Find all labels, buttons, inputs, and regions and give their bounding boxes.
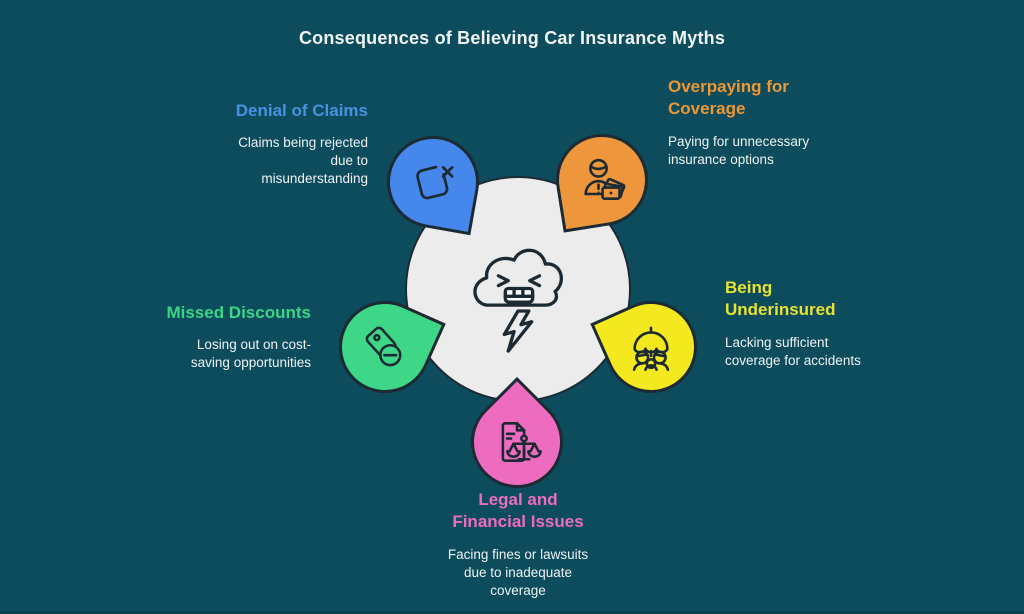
node-text-overpaying-for-coverage: Overpaying for Coverage Paying for unnec… — [668, 76, 858, 169]
pin-legal-and-financial-issues — [451, 376, 583, 508]
pin-overpaying-for-coverage — [549, 127, 655, 233]
node-text-missed-discounts: Missed Discounts Losing out on cost- sav… — [91, 302, 311, 372]
node-heading: Missed Discounts — [166, 303, 311, 322]
node-description: Lacking sufficient coverage for accident… — [725, 334, 861, 368]
node-heading: Being Underinsured — [725, 278, 836, 320]
pin-missed-discounts — [324, 286, 446, 408]
node-description: Facing fines or lawsuits due to inadequa… — [447, 546, 589, 598]
document-with-scales-icon — [501, 422, 542, 462]
node-heading: Denial of Claims — [235, 101, 368, 120]
node-text-legal-and-financial-issues: Legal and Financial Issues Facing fines … — [398, 489, 638, 599]
rejected-document-icon — [416, 165, 454, 200]
node-description: Losing out on cost- saving opportunities — [190, 337, 311, 371]
discount-tag-icon — [365, 326, 402, 367]
page-title: Consequences of Believing Car Insurance … — [298, 28, 726, 48]
pin-being-underinsured — [590, 286, 712, 408]
node-heading: Legal and Financial Issues — [452, 490, 584, 532]
pin-denial-of-claims — [379, 128, 487, 236]
node-text-denial-of-claims: Denial of Claims Claims being rejected d… — [138, 100, 368, 188]
bottom-edge-strip — [0, 611, 1024, 614]
angry-storm-cloud-icon — [459, 223, 577, 355]
family-under-umbrella-icon — [632, 326, 670, 372]
node-description: Claims being rejected due to misundersta… — [238, 135, 368, 187]
person-with-money-icon — [584, 158, 626, 200]
node-text-being-underinsured: Being Underinsured Lacking sufficient co… — [725, 277, 925, 370]
node-heading: Overpaying for Coverage — [668, 77, 789, 119]
node-description: Paying for unnecessary insurance options — [668, 133, 810, 167]
